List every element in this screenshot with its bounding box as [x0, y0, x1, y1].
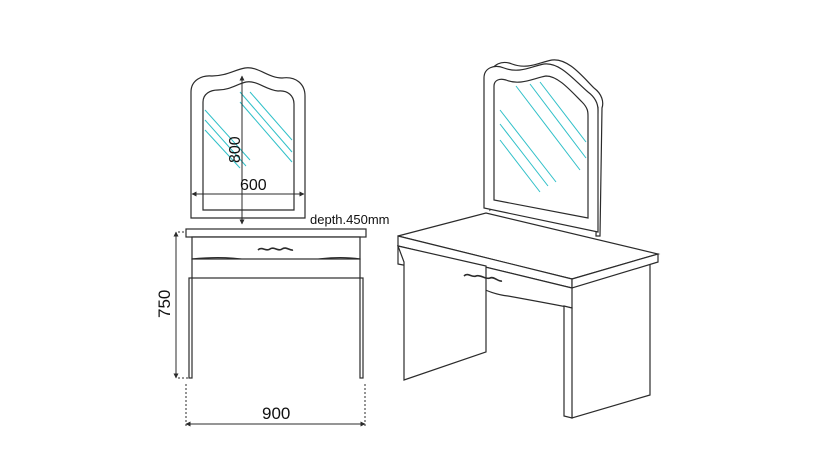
height-label: 750: [155, 290, 174, 318]
mirror-dimensions: [191, 75, 305, 225]
front-right-leg: [359, 277, 364, 379]
iso-left-panel: [397, 245, 487, 381]
mirror-height-label: 800: [227, 136, 244, 163]
mirror-width-label: 600: [240, 177, 267, 194]
isometric-view: [397, 59, 661, 419]
front-mirror-glass: [202, 81, 295, 211]
height-dimension: [173, 231, 189, 379]
front-view: [185, 67, 367, 379]
iso-mirror-reflection: [499, 81, 587, 193]
front-drawer-handle: [257, 247, 294, 251]
iso-drawer-handle: [463, 273, 503, 282]
front-table-top: [185, 228, 367, 238]
width-dimension: [185, 384, 366, 428]
iso-right-front-panel: [563, 305, 573, 419]
depth-label: depth.450mm: [310, 212, 390, 227]
iso-table-side-edge: [571, 253, 659, 289]
iso-mirror-glass: [493, 75, 589, 219]
front-left-leg: [188, 277, 193, 379]
width-label: 900: [262, 404, 290, 423]
front-apron: [191, 258, 361, 279]
